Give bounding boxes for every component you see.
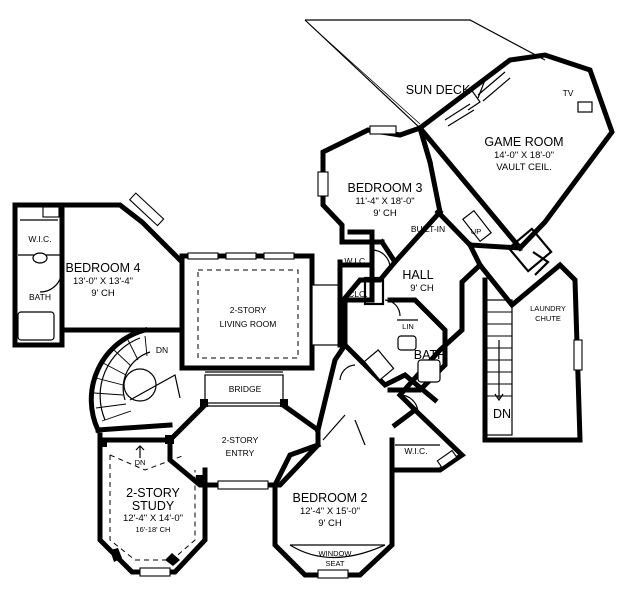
column-right	[507, 227, 553, 273]
bedroom3-ceiling: 9' CH	[373, 208, 397, 219]
window-seat-line1: WINDOW	[319, 549, 353, 558]
laundry-line1: LAUNDRY	[530, 304, 566, 313]
clo-label: CLO.	[348, 289, 368, 299]
wic4-window	[42, 206, 60, 218]
bedroom4-name: BEDROOM 4	[65, 261, 140, 275]
study-dims: 12'-4" X 14'-0"	[123, 513, 183, 524]
study-window	[139, 567, 171, 577]
bath-bed4-label: BATH	[29, 292, 51, 302]
game-room	[416, 52, 615, 252]
bedroom3-name: BEDROOM 3	[347, 181, 422, 195]
hall-ceiling: 9' CH	[410, 283, 434, 294]
shared-bath-label: BATH	[414, 348, 446, 362]
bedroom3-window-west	[317, 171, 329, 197]
game-room-ceiling: VAULT CEIL.	[496, 162, 551, 173]
spiral-dn: DN	[156, 345, 168, 355]
living-line1: 2-STORY	[230, 305, 267, 315]
game-room-name: GAME ROOM	[484, 135, 563, 149]
bath-tub	[417, 359, 441, 383]
bedroom3-window-north	[369, 125, 397, 135]
study-dn: DN	[135, 458, 146, 467]
study-line2: STUDY	[132, 499, 175, 513]
bedroom2-ceiling: 9' CH	[318, 518, 342, 529]
bathtub-bed4	[17, 311, 55, 341]
hall-name: HALL	[402, 268, 433, 282]
wic-bed3-label: W.I.C.	[344, 256, 367, 266]
stair-dn-right: DN	[493, 407, 511, 421]
closet-block	[363, 276, 385, 306]
sink-bed4	[32, 252, 48, 264]
entry-window	[217, 480, 269, 490]
bath-vanity	[363, 349, 395, 381]
laundry-line2: CHUTE	[535, 314, 561, 323]
lin-label: LIN	[402, 322, 414, 331]
living-room	[179, 252, 343, 371]
game-room-windows	[444, 71, 511, 127]
study-ceiling: 16'-18' CH	[136, 525, 171, 534]
entry-line2: ENTRY	[226, 448, 255, 458]
bedroom4-ceiling: 9' CH	[91, 288, 115, 299]
living-line2: LIVING ROOM	[220, 319, 277, 329]
wic-bedroom-2	[389, 406, 466, 473]
window-seat-line2: SEAT	[325, 559, 344, 568]
bedroom4-window	[128, 192, 165, 227]
wic-bed4-label: W.I.C.	[28, 234, 51, 244]
sun-deck-label: SUN DECK	[406, 83, 471, 97]
spiral-stair	[88, 326, 181, 434]
labels: SUN DECK GAME ROOM 14'-0" X 18'-0" VAULT…	[28, 83, 573, 568]
wic-bed2-label: W.I.C.	[404, 446, 427, 456]
wic2-window	[436, 449, 458, 469]
bridge-label: BRIDGE	[229, 384, 262, 394]
living-window-1	[187, 252, 219, 260]
bedroom-2	[272, 437, 395, 579]
bedroom2-name: BEDROOM 2	[292, 491, 367, 505]
tv-niche	[577, 101, 593, 113]
shared-bath	[363, 297, 448, 393]
tv-label: TV	[563, 88, 574, 98]
laundry-window	[573, 339, 583, 371]
entry	[167, 401, 321, 490]
sun-deck	[304, 19, 546, 129]
living-fireplace	[311, 284, 341, 346]
bedroom4-dims: 13'-0" X 13'-4"	[73, 276, 133, 287]
bedroom2-window	[317, 569, 349, 579]
living-window-2	[225, 252, 257, 260]
bath-sink	[397, 335, 417, 351]
bedroom2-dims: 12'-4" X 15'-0"	[300, 506, 360, 517]
built-in-label: BUILT-IN	[411, 224, 445, 234]
up-label: UP	[471, 227, 481, 236]
built-in-cabinet	[462, 209, 492, 243]
laundry-stair	[476, 261, 583, 443]
game-room-dims: 14'-0" X 18'-0"	[494, 150, 554, 161]
study	[97, 432, 208, 577]
entry-line1: 2-STORY	[222, 435, 259, 445]
hall-core	[314, 124, 484, 446]
bedroom3-dims: 11'-4" X 18'-0"	[355, 196, 414, 207]
study-line1: 2-STORY	[126, 486, 180, 500]
living-window-3	[263, 252, 295, 260]
